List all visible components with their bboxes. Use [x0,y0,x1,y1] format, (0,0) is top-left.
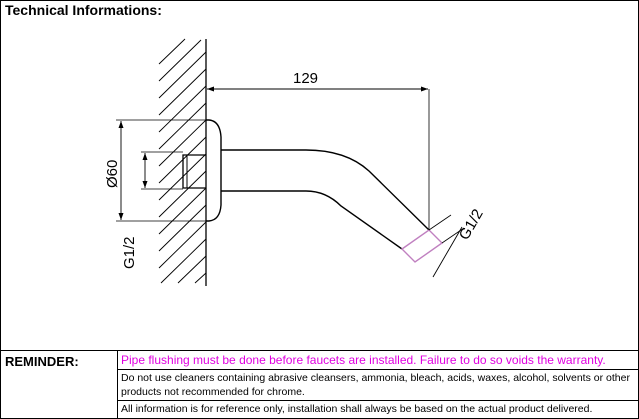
flange-outline [206,119,222,222]
outlet-end-mark [400,229,444,263]
reminder-cleaning-text: Do not use cleaners containing abrasive … [118,370,638,401]
technical-drawing: 129 Ø60 G1/2 G1/2 [104,38,487,286]
dim-length-label: 129 [293,70,318,87]
page-title: Technical Informations: [5,2,162,18]
shower-arm-bottom-edge [221,190,403,250]
dim-outlet-extension-a [428,214,452,231]
wall-nipple-outline [182,154,206,189]
dim-wall-thread-label: G1/2 [121,236,138,269]
reminder-label-cell: REMINDER: [1,351,118,419]
dim-outlet-thread-label: G1/2 [456,206,487,243]
shower-arm-top-edge [221,149,430,231]
dim-flange-diameter-label: Ø60 [104,160,121,188]
dim-outlet-thread-line [432,226,463,278]
reminder-warning-text: Pipe flushing must be done before faucet… [118,351,638,370]
reminder-label: REMINDER: [5,354,79,369]
reminder-disclaimer-text: All information is for reference only, i… [121,403,593,415]
reminder-section: REMINDER: Pipe flushing must be done bef… [1,350,638,419]
reminder-notes: Pipe flushing must be done before faucet… [118,351,638,419]
